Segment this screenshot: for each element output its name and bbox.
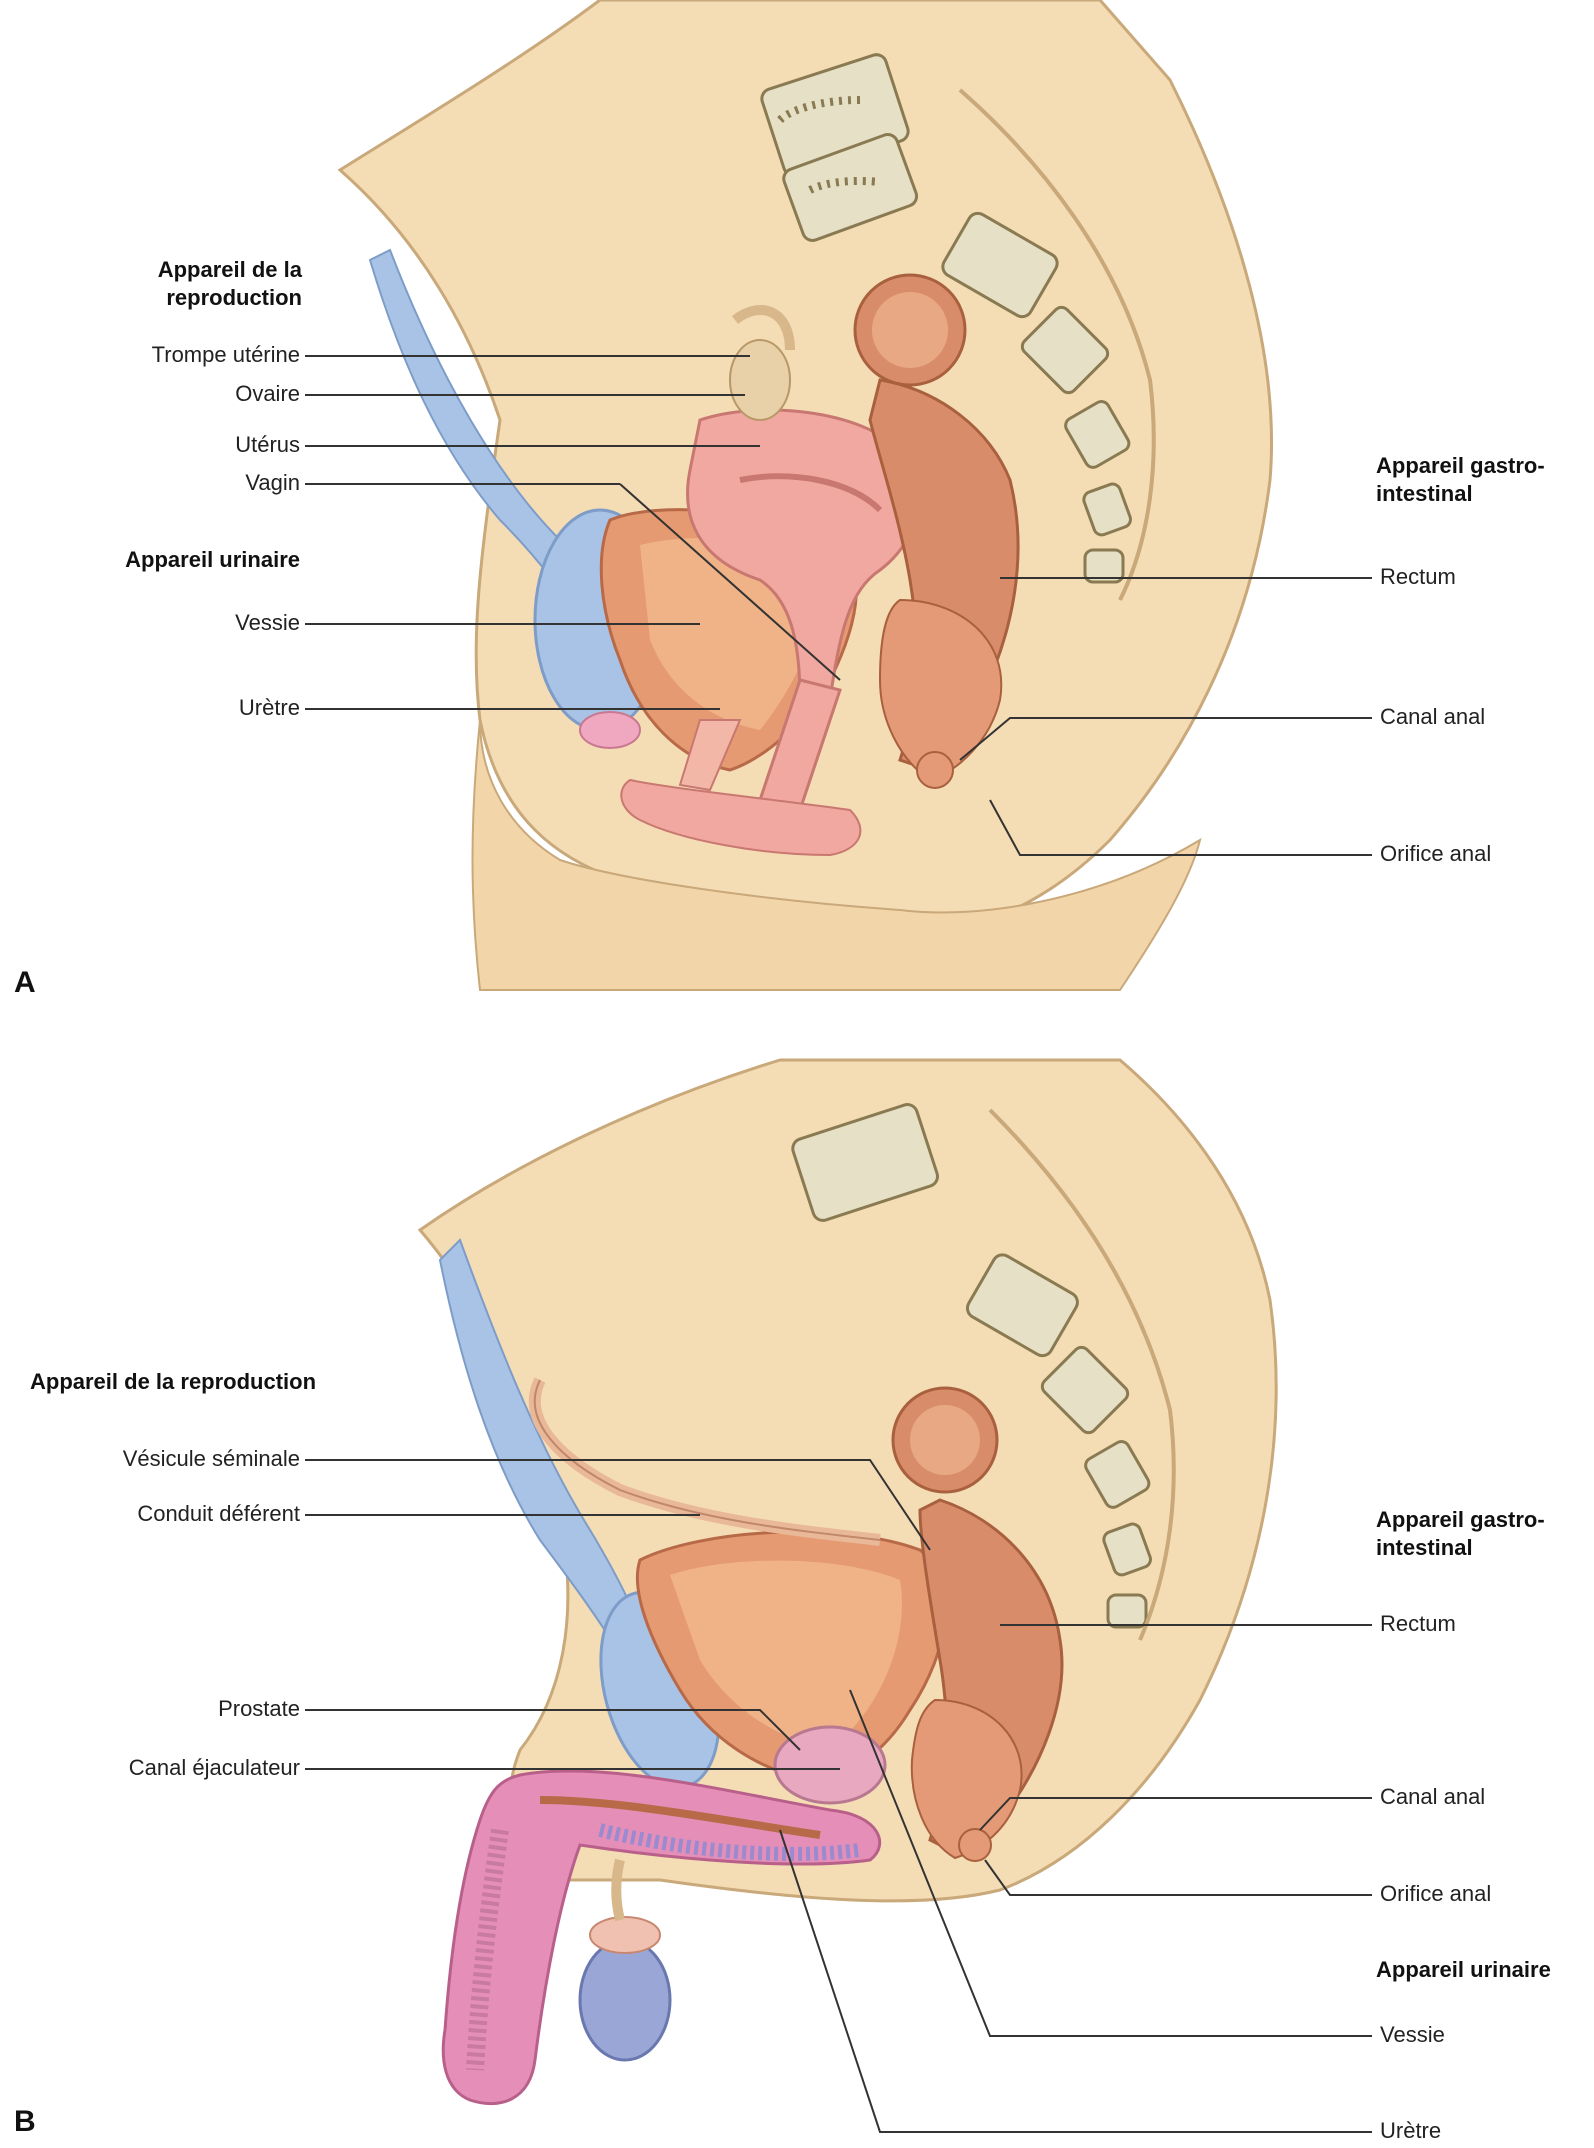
panel-b-urin-heading: Appareil urinaire [1376, 1956, 1586, 1984]
panel-a-ovary [730, 340, 790, 420]
panel-b-label-vesicule: Vésicule séminale [40, 1446, 300, 1472]
panel-a-label-trompe: Trompe utérine [60, 342, 300, 368]
panel-a-urin-heading: Appareil urinaire [40, 546, 300, 574]
panel-b-illustration [420, 1060, 1276, 2104]
panel-a-label-vagin: Vagin [60, 470, 300, 496]
panel-a-label-uterus: Utérus [60, 432, 300, 458]
panel-a-label-canal-anal: Canal anal [1380, 704, 1485, 730]
panel-b-prostate [775, 1727, 885, 1803]
panel-b-letter: B [14, 2105, 36, 2139]
panel-b-label-prostate: Prostate [40, 1696, 300, 1722]
panel-b-label-ejaculateur: Canal éjaculateur [40, 1755, 300, 1781]
panel-a-gi-heading: Appareil gastro-intestinal [1376, 452, 1566, 508]
panel-b-label-vessie: Vessie [1380, 2022, 1445, 2048]
panel-a-label-uretre: Urètre [60, 695, 300, 721]
panel-a-illustration [340, 0, 1272, 990]
panel-a-label-ovaire: Ovaire [60, 381, 300, 407]
panel-b-testis [580, 1940, 670, 2060]
panel-a-label-rectum: Rectum [1380, 564, 1456, 590]
panel-b-label-deferent: Conduit déférent [40, 1501, 300, 1527]
panel-b-label-rectum: Rectum [1380, 1611, 1456, 1637]
panel-b-gi-heading: Appareil gastro-intestinal [1376, 1506, 1576, 1562]
panel-b-label-orifice-anal: Orifice anal [1380, 1881, 1491, 1907]
panel-b-label-canal-anal: Canal anal [1380, 1784, 1485, 1810]
panel-b-penis [443, 1771, 879, 2104]
panel-a-letter: A [14, 966, 36, 1000]
panel-a-repro-heading: Appareil de la reproduction [80, 256, 302, 312]
panel-b-repro-heading: Appareil de la reproduction [30, 1368, 410, 1396]
panel-a-label-vessie: Vessie [60, 610, 300, 636]
panel-a-label-orifice-anal: Orifice anal [1380, 841, 1491, 867]
panel-b-label-uretre: Urètre [1380, 2118, 1441, 2144]
